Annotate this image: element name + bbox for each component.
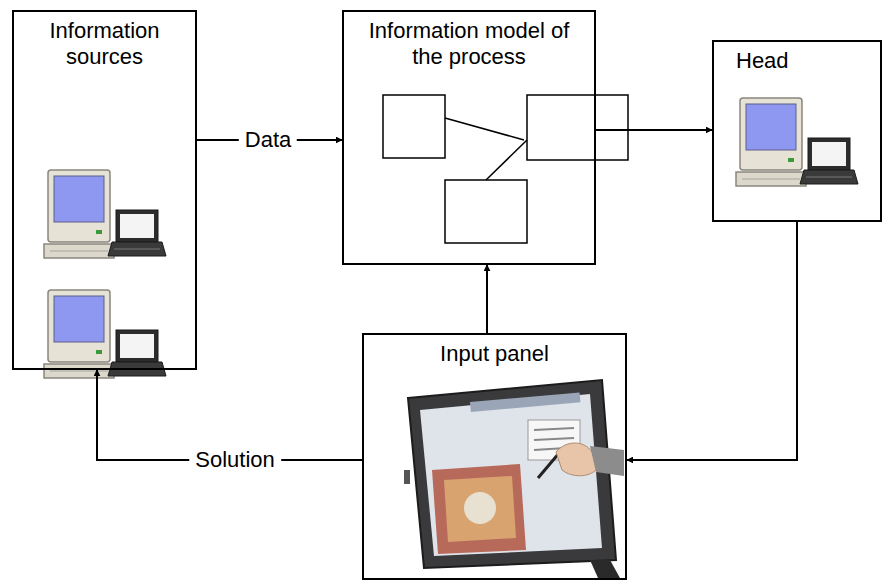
computer-icon	[44, 290, 166, 378]
box-title: Head	[714, 42, 880, 80]
process-box: Head	[712, 40, 882, 222]
edge-label: Data	[239, 127, 297, 153]
edge-label: Solution	[189, 447, 281, 473]
computer-icon	[736, 98, 858, 186]
tablet-picture	[404, 380, 624, 578]
process-box: Information model of the process	[342, 10, 596, 265]
process-box: Information sources	[12, 10, 197, 370]
model-boxes	[383, 95, 628, 243]
box-title: Input panel	[364, 335, 625, 373]
computer-icon	[44, 170, 166, 258]
box-title: Information sources	[14, 12, 195, 77]
flow-arrow	[596, 129, 712, 131]
flow-arrow	[486, 265, 488, 333]
process-box: Input panel	[362, 333, 627, 580]
box-title: Information model of the process	[344, 12, 594, 77]
flow-arrow	[627, 222, 797, 460]
